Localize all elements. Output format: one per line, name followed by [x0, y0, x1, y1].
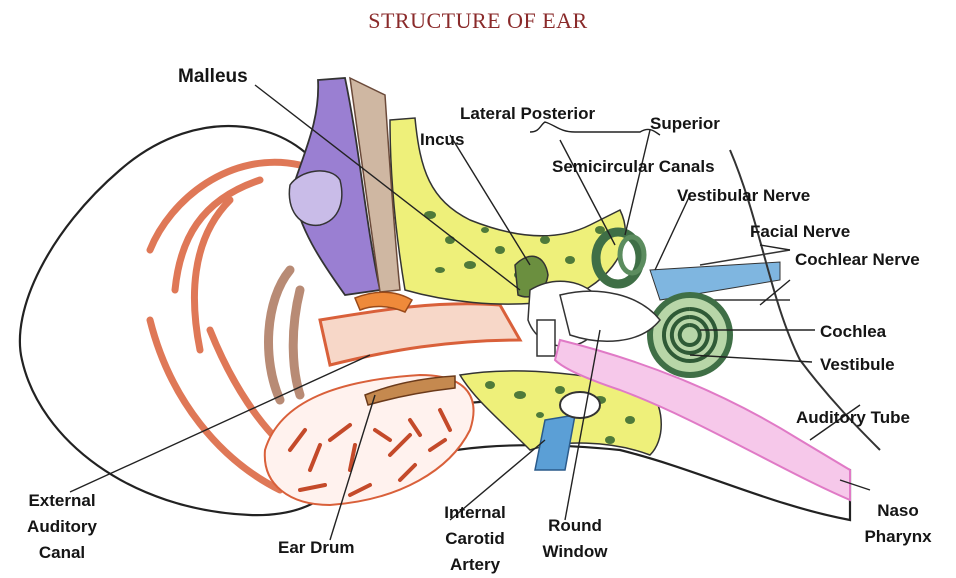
- nerve-bundle: [650, 262, 780, 300]
- label-lateral-posterior: Lateral Posterior: [460, 104, 595, 124]
- label-line: Naso: [848, 498, 948, 524]
- label-round-window: Round Window: [530, 513, 620, 565]
- label-internal-carotid-artery: Internal Carotid Artery: [425, 500, 525, 578]
- diagram-title: STRUCTURE OF EAR: [0, 8, 956, 34]
- label-external-auditory-canal: External Auditory Canal: [12, 488, 112, 566]
- label-line: External: [12, 488, 112, 514]
- label-auditory-tube: Auditory Tube: [796, 408, 910, 428]
- cochlea-shape: [650, 295, 730, 375]
- label-naso-pharynx: Naso Pharynx: [848, 498, 948, 550]
- label-vestibule: Vestibule: [820, 355, 895, 375]
- label-line: Carotid: [425, 526, 525, 552]
- stapes: [537, 320, 555, 356]
- label-line: Internal: [425, 500, 525, 526]
- label-facial-nerve: Facial Nerve: [750, 222, 850, 242]
- label-superior: Superior: [650, 114, 720, 134]
- label-line: Pharynx: [848, 524, 948, 550]
- label-line: Artery: [425, 552, 525, 578]
- label-cochlea: Cochlea: [820, 322, 886, 342]
- vestibule-shape: [560, 291, 660, 341]
- label-line: Round: [530, 513, 620, 539]
- label-vestibular-nerve: Vestibular Nerve: [677, 186, 810, 206]
- label-line: Window: [530, 539, 620, 565]
- label-cochlear-nerve: Cochlear Nerve: [795, 250, 920, 270]
- malleus-head: [289, 171, 341, 225]
- label-line: Auditory: [12, 514, 112, 540]
- label-ear-drum: Ear Drum: [278, 538, 355, 558]
- label-malleus: Malleus: [178, 67, 248, 87]
- label-semicircular-canals: Semicircular Canals: [552, 157, 715, 177]
- label-line: Canal: [12, 540, 112, 566]
- label-incus: Incus: [420, 130, 464, 150]
- round-window-shape: [560, 392, 600, 418]
